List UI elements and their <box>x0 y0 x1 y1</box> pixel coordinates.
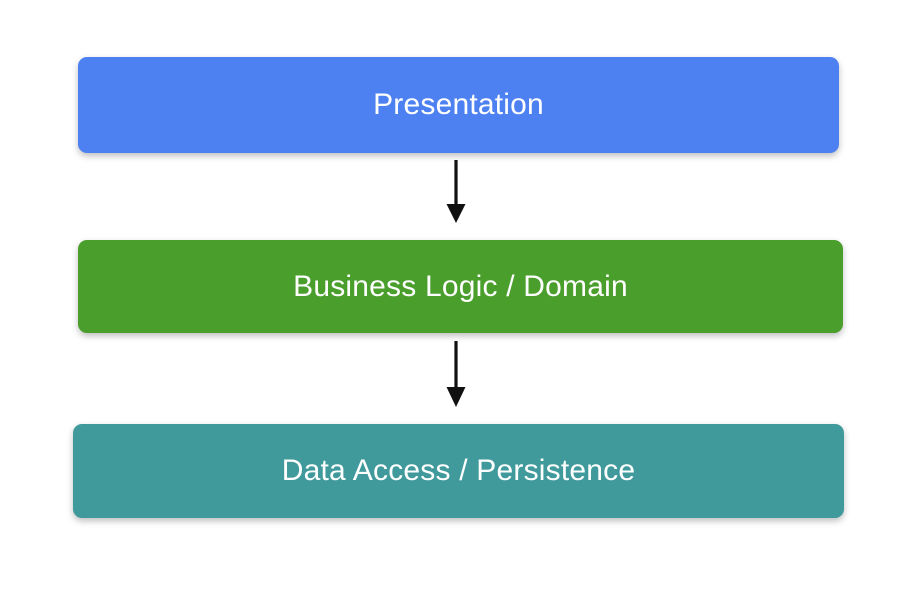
layer-label-business-logic-domain: Business Logic / Domain <box>293 269 628 303</box>
layer-label-presentation: Presentation <box>373 88 544 121</box>
connector-business-to-data <box>433 341 479 409</box>
layer-box-data-access-persistence[interactable]: Data Access / Persistence <box>73 424 844 518</box>
down-arrow-icon <box>446 160 466 223</box>
connector-presentation-to-business <box>433 160 479 224</box>
layer-label-data-access-persistence: Data Access / Persistence <box>281 454 636 487</box>
down-arrow-icon <box>446 341 466 407</box>
layer-box-presentation[interactable]: Presentation <box>78 57 839 153</box>
layer-box-business-logic-domain[interactable]: Business Logic / Domain <box>78 240 843 333</box>
